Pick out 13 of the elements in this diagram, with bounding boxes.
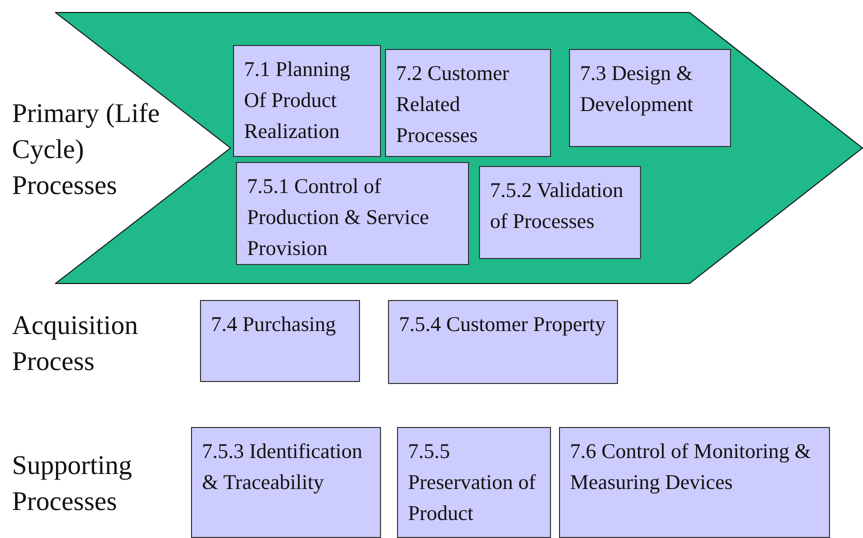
process-box: 7.6 Control of Monitoring & Measuring Devices — [559, 427, 830, 538]
row-label: Acquisition Process — [12, 309, 139, 378]
row-label: Primary (Life Cycle) Processes — [12, 97, 161, 202]
process-box: 7.5.4 Customer Property — [388, 300, 618, 384]
process-box: 7.4 Purchasing — [200, 300, 360, 382]
process-box: 7.5.1 Control of Production & Service Provision — [236, 162, 469, 265]
process-box: 7.1 Planning Of Product Realization — [233, 45, 381, 157]
process-box: 7.5.5 Preservation of Product — [397, 427, 551, 538]
process-box: 7.2 Customer Related Processes — [385, 49, 551, 157]
process-box: 7.3 Design & Development — [569, 49, 731, 147]
row-label: Supporting Processes — [12, 449, 134, 518]
process-box: 7.5.3 Identification & Traceability — [191, 427, 381, 538]
process-box: 7.5.2 Validation of Processes — [479, 166, 641, 259]
